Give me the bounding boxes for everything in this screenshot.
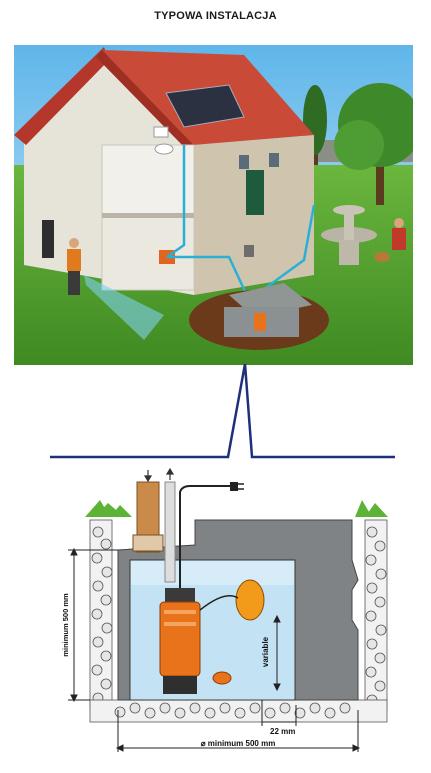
gap-dimension [261,700,297,726]
page-title: TYPOWA INSTALACJA [154,10,277,22]
person-with-dog [374,218,406,262]
solar-panel [165,84,245,128]
pump-icon [254,313,266,331]
variable-dimension [273,614,281,692]
house-installation-illustration [14,45,413,365]
leader-lines [50,363,395,459]
float-lower [212,671,232,685]
door [246,170,264,215]
water-spray [84,275,164,340]
variable-label: variable [261,636,270,667]
tree-icon [334,83,413,205]
rain-barrel [42,220,54,258]
fountain [321,205,377,265]
outlet-pipe [164,481,176,583]
gap-label: 22 mm [270,727,295,736]
power-cable [179,485,230,610]
gardener-figure [67,238,81,295]
grass-icon [85,500,388,517]
gravel-right [364,519,388,711]
gravel-bottom [89,699,388,723]
float-switch-icon [199,579,265,621]
gravel-left [89,519,113,711]
garden-tap [244,245,254,257]
pump-icon [159,588,201,694]
tank-cross-section-diagram: variable minimum 500 mm 22 mm ⌀ minimum … [50,363,395,752]
height-label: minimum 500 mm [61,593,70,657]
height-dimension [68,547,118,703]
diameter-label: ⌀ minimum 500 mm [201,739,276,748]
flow-arrow-icon [143,467,175,483]
diameter-dimension [115,710,361,752]
water-level [131,585,294,699]
plug-icon [230,482,244,491]
house [14,47,314,295]
toilet-icon [153,126,174,155]
